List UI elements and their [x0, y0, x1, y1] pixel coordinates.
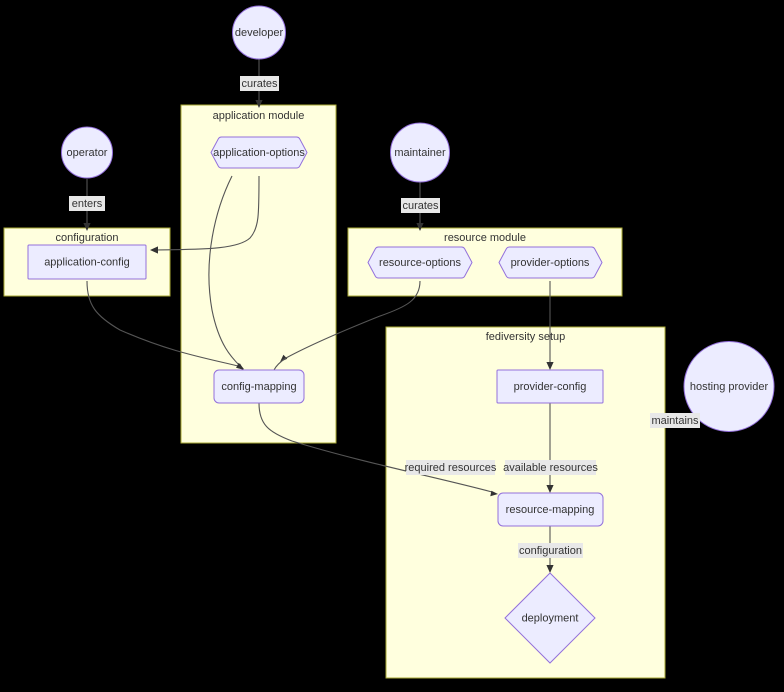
node-application-config[interactable]: application-config	[27, 244, 147, 280]
node-resource-mapping-label: resource-mapping	[506, 504, 595, 516]
node-maintainer-label: maintainer	[394, 147, 446, 159]
node-hosting-provider[interactable]: hosting provider	[683, 341, 775, 432]
edge-arrowhead	[255, 100, 263, 108]
edge-provider-options-to-provider-config	[546, 281, 554, 370]
edge-arrowhead	[416, 223, 424, 231]
edge-label-configuration-edge: configuration	[518, 543, 583, 558]
node-developer-shape[interactable]	[232, 5, 286, 60]
edge-label-bg	[650, 413, 700, 428]
node-resource-options[interactable]: resource-options	[367, 246, 473, 279]
edge-label-bg	[240, 76, 279, 91]
cluster-configuration-label: configuration	[56, 232, 119, 244]
edge-config-mapping-to-resource-mapping	[258, 402, 498, 497]
edge-label-text: maintains	[651, 415, 699, 427]
edge-label-text: configuration	[519, 545, 582, 557]
edge-application-options-to-application-config	[150, 175, 260, 254]
node-operator-shape[interactable]	[61, 126, 113, 179]
node-deployment-label: deployment	[522, 612, 579, 624]
node-application-options[interactable]: application-options	[210, 136, 308, 169]
edge-label-text: required resources	[405, 462, 497, 474]
edge-label-bg	[69, 196, 105, 211]
edge-label-text: available resources	[503, 462, 598, 474]
node-application-config-label: application-config	[44, 256, 130, 268]
edge-label-available-resources: available resources	[503, 460, 598, 475]
node-maintainer-shape[interactable]	[390, 122, 450, 183]
edge-path	[155, 175, 260, 251]
node-developer[interactable]: developer	[232, 5, 286, 60]
node-config-mapping-shape[interactable]	[213, 369, 305, 404]
edge-label-bg	[505, 460, 596, 475]
node-operator-label: operator	[67, 147, 108, 159]
node-provider-options-label: provider-options	[511, 257, 590, 269]
edge-application-config-to-config-mapping	[86, 280, 244, 369]
node-resource-options-shape[interactable]	[367, 246, 473, 279]
node-hosting-provider-shape[interactable]	[683, 341, 775, 432]
node-hosting-provider-label: hosting provider	[690, 381, 769, 393]
edge-path	[86, 280, 239, 367]
edge-label-maintains-hosting-provider: maintains	[650, 413, 700, 428]
edge-label-text: curates	[241, 78, 278, 90]
edge-label-bg	[518, 543, 583, 558]
node-maintainer[interactable]: maintainer	[390, 122, 450, 183]
node-config-mapping-label: config-mapping	[221, 381, 296, 393]
edge-label-required-resources: required resources	[405, 460, 497, 475]
edge-arrowhead	[236, 362, 244, 369]
node-config-mapping[interactable]: config-mapping	[213, 369, 305, 404]
edge-path	[285, 280, 421, 359]
edge-label-curates-maintainer: curates	[401, 198, 440, 213]
edge-label-curates-developer: curates	[240, 76, 279, 91]
cluster-application-module-label: application module	[213, 110, 305, 122]
edge-resource-options-tail	[273, 357, 287, 371]
edge-arrowhead	[546, 485, 554, 493]
node-resource-mapping-shape[interactable]	[497, 492, 604, 527]
cluster-fediversity-setup-label: fediversity setup	[486, 331, 565, 343]
edge-arrowhead	[83, 223, 91, 231]
node-provider-options[interactable]: provider-options	[498, 246, 603, 279]
edge-label-bg	[401, 198, 440, 213]
edge-arrowhead	[280, 354, 288, 362]
edge-path	[273, 357, 287, 371]
edge-arrowhead	[546, 362, 554, 370]
node-operator[interactable]: operator	[61, 126, 113, 179]
edge-label-bg	[406, 460, 495, 475]
edge-path	[258, 402, 493, 493]
node-provider-config-label: provider-config	[514, 381, 587, 393]
node-provider-options-shape[interactable]	[498, 246, 603, 279]
edge-arrowhead	[150, 246, 158, 254]
edge-resource-options-to-config-mapping	[280, 280, 421, 362]
node-provider-config-shape[interactable]	[496, 369, 604, 404]
node-application-options-shape[interactable]	[210, 136, 308, 169]
node-resource-options-label: resource-options	[379, 257, 461, 269]
node-provider-config[interactable]: provider-config	[496, 369, 604, 404]
edge-label-text: enters	[72, 198, 103, 210]
node-deployment[interactable]: deployment	[504, 572, 596, 664]
node-developer-label: developer	[235, 27, 284, 39]
node-resource-mapping[interactable]: resource-mapping	[497, 492, 604, 527]
node-application-options-label: application-options	[213, 147, 305, 159]
edge-label-text: curates	[402, 200, 439, 212]
edge-label-enters-operator: enters	[69, 196, 105, 211]
cluster-resource-module-label: resource module	[444, 232, 526, 244]
edge-arrowhead	[546, 565, 554, 573]
edge-path	[208, 175, 241, 367]
node-application-config-shape[interactable]	[27, 244, 147, 280]
node-deployment-shape[interactable]	[504, 572, 596, 664]
edge-arrowhead	[490, 490, 498, 497]
